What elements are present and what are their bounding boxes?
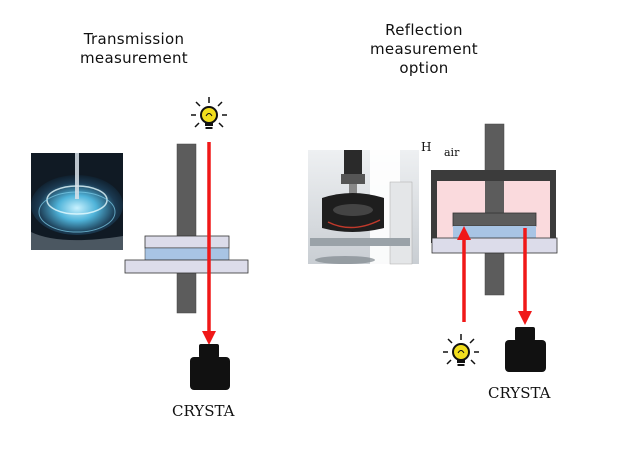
sample-film	[144, 247, 230, 261]
microscope-photo	[308, 150, 419, 265]
lens-photo	[31, 153, 123, 250]
humidity-chamber-left-wall	[431, 181, 437, 243]
transmission-title-line-1: Transmission	[83, 30, 185, 48]
reflection-title-line-1: Reflection	[385, 21, 463, 39]
transmission-title-line-2: measurement	[80, 49, 188, 67]
camera-icon	[505, 327, 546, 372]
reflection-base-plate	[431, 237, 558, 254]
humidity-chamber-interior-mid	[485, 181, 504, 213]
transmission-title: Transmission measurement	[66, 30, 202, 68]
reflection-sample-plate	[452, 212, 537, 227]
sample-holder-post	[176, 143, 197, 314]
upper-glass-plate	[144, 235, 230, 249]
lower-glass-plate	[124, 259, 249, 274]
reflection-sample-film	[453, 226, 536, 238]
reflection-title-line-2: measurement	[370, 40, 478, 58]
light-bulb-icon	[191, 97, 227, 129]
chamber-air-label: air	[444, 146, 460, 159]
chamber-h-label: H	[421, 140, 432, 154]
light-bulb-icon	[443, 334, 479, 366]
reflection-title: Reflection measurement option	[356, 21, 492, 78]
humidity-chamber-top	[431, 170, 556, 181]
camera-icon	[190, 344, 230, 390]
transmission-camera-label: CRYSTA	[172, 402, 235, 420]
reflection-camera-label: CRYSTA	[488, 384, 551, 402]
humidity-chamber-right-wall	[550, 181, 556, 243]
reflection-title-line-3: option	[399, 59, 449, 77]
